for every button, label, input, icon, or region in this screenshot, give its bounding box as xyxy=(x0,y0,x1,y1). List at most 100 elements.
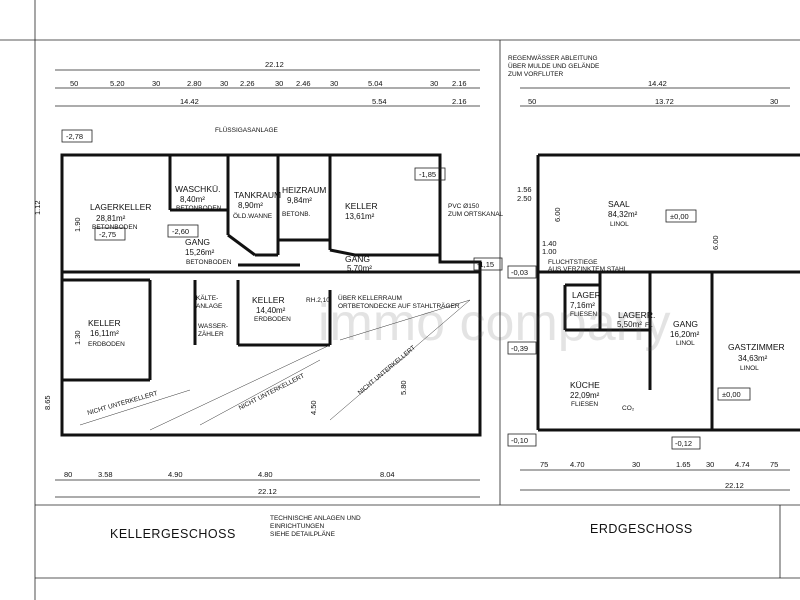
kg-note-line: EINRICHTUNGEN xyxy=(270,523,324,530)
room-name: GASTZIMMER xyxy=(728,342,785,352)
kg-room-keller-right: KELLER 13,61m² xyxy=(345,201,378,221)
dim-label: 30 xyxy=(632,460,640,469)
room-name: LAGERKELLER xyxy=(90,202,151,212)
level-label: -0,39 xyxy=(511,344,528,353)
eg-room-gang: GANG 16,20m² LINOL xyxy=(670,319,700,347)
room-name: HEIZRAUM xyxy=(282,185,326,195)
ceiling-note: ÜBER KELLERRAUM xyxy=(338,294,402,302)
ceiling-note: ORTBETONDECKE AUF STAHLTRÄGER xyxy=(338,302,460,310)
dim-eg-overall: 14.42 xyxy=(648,79,667,88)
level-label: -2,75 xyxy=(99,230,116,239)
kg-walls xyxy=(60,153,482,437)
room-name: GANG xyxy=(185,237,210,247)
room-name: KELLER xyxy=(88,318,121,328)
dim-label: 5.04 xyxy=(368,79,383,88)
level-label: -0,12 xyxy=(675,439,692,448)
room-area: 22,09m² xyxy=(570,391,600,400)
drainage-note: ZUM VORFLUTER xyxy=(508,71,564,78)
dim-label: 2.46 xyxy=(296,79,311,88)
room-floor: LINOL xyxy=(740,365,759,372)
room-area: 28,81m² xyxy=(96,214,126,223)
level-label: -2,78 xyxy=(66,132,83,141)
level-label: ±0,00 xyxy=(722,390,741,399)
dim-label: 2.80 xyxy=(187,79,202,88)
kaelteanlage-label: KÄLTE- xyxy=(196,294,218,302)
kg-bottom-dimensions: 80 3.58 4.90 4.80 8.04 22.12 xyxy=(55,470,480,498)
room-area: 9,84m² xyxy=(287,196,312,205)
dim-label: 1.65 xyxy=(676,460,691,469)
dim-label: 30 xyxy=(220,79,228,88)
level-label: -1,85 xyxy=(419,170,436,179)
room-floor: FL xyxy=(645,322,653,329)
room-floor: ÖLD.WANNE xyxy=(233,212,273,220)
room-name: SAAL xyxy=(608,199,630,209)
room-area: 84,32m² xyxy=(608,210,638,219)
dim-label: 6.00 xyxy=(711,235,720,250)
kg-room-heizraum: HEIZRAUM 9,84m² BETONB. xyxy=(282,185,326,218)
kg-top-dimensions: 22.12 50 5.20 30 2.80 30 2.26 30 2.46 30… xyxy=(55,60,480,107)
dim-label: 2.16 xyxy=(452,97,467,106)
floor-title-eg: ERDGESCHOSS xyxy=(590,522,693,536)
dim-label: 1.40 xyxy=(542,239,557,248)
room-area: 8,40m² xyxy=(180,195,205,204)
eg-room-lager: LAGER 7,16m² FLIESEN xyxy=(570,290,601,318)
room-floor: ERDBODEN xyxy=(254,316,291,323)
room-name: KELLER xyxy=(345,201,378,211)
room-floor: LINOL xyxy=(610,221,629,228)
eg-level-marks: ±0,00 -0,03 -0,39 -0,10 -0,12 ±0,00 xyxy=(507,209,751,450)
dim-label: 5.80 xyxy=(399,380,408,395)
eg-room-gastzimmer: GASTZIMMER 34,63m² LINOL xyxy=(728,342,785,372)
eg-room-lagerraum: LAGERR. 5,50m² FL xyxy=(617,310,655,329)
room-name: GANG xyxy=(673,319,698,329)
room-area: 14,40m² xyxy=(256,306,286,315)
kg-room-waschkueche: WASCHKÜ. 8,40m² BETONBODEN xyxy=(175,184,222,212)
level-label: -0,10 xyxy=(511,436,528,445)
level-label: -1,15 xyxy=(477,260,494,269)
not-basement-label: NICHT UNTERKELLERT xyxy=(238,373,306,412)
eg-top-dimensions: 14.42 50 13.72 30 xyxy=(520,79,790,107)
dim-label: 13.72 xyxy=(655,97,674,106)
not-basement-hatch xyxy=(79,299,471,431)
room-name: TANKRAUM xyxy=(234,190,281,200)
kg-note-line: TECHNISCHE ANLAGEN UND xyxy=(270,515,361,522)
room-area: 7,16m² xyxy=(570,301,595,310)
room-area: 34,63m² xyxy=(738,354,768,363)
dim-label: 2.16 xyxy=(452,79,467,88)
dim-label: 50 xyxy=(70,79,78,88)
room-area: 5,70m² xyxy=(347,264,372,273)
stair-note: FLUCHTSTIEGE xyxy=(548,259,598,266)
room-floor: BETONBODEN xyxy=(186,259,232,266)
room-name: LAGERR. xyxy=(618,310,655,320)
room-name: LAGER xyxy=(572,290,601,300)
kg-level-marks: -2,78 -2,75 -2,60 -1,85 -1,15 xyxy=(61,129,503,271)
dim-label: 6.00 xyxy=(553,207,562,222)
level-label: ±0,00 xyxy=(670,212,689,221)
dim-label: 50 xyxy=(528,97,536,106)
kaelteanlage-label: ANLAGE xyxy=(196,303,223,310)
room-name: GANG xyxy=(345,254,370,264)
rh-label: RH.2,10 xyxy=(306,297,330,304)
room-area: 15,26m² xyxy=(185,248,215,257)
level-label: -2,60 xyxy=(172,227,189,236)
kg-room-keller-middle: KELLER 14,40m² ERDBODEN xyxy=(252,295,291,323)
dim-label: 4.90 xyxy=(168,470,183,479)
dim-label: 1.00 xyxy=(542,247,557,256)
room-floor: LINOL xyxy=(676,340,695,347)
kg-room-gang: GANG 15,26m² BETONBODEN xyxy=(185,237,232,266)
eg-walls xyxy=(536,153,800,432)
room-floor: ERDBODEN xyxy=(88,341,125,348)
dim-label: 30 xyxy=(275,79,283,88)
dim-label: 4.50 xyxy=(309,400,318,415)
dim-label: 8.65 xyxy=(43,395,52,410)
level-label: -0,03 xyxy=(511,268,528,277)
dim-label: 4.80 xyxy=(258,470,273,479)
pvc-note: PVC Ø150 xyxy=(448,203,479,210)
gas-note: FLÜSSIGASANLAGE xyxy=(215,126,279,134)
drainage-note: REGENWÄSSER ABLEITUNG xyxy=(508,54,598,62)
dim-label: 1.56 xyxy=(517,185,532,194)
kg-room-gang-small: GANG 5,70m² xyxy=(345,254,372,273)
co2-label: CO₂ xyxy=(622,405,635,412)
room-floor: BETONBODEN xyxy=(176,205,222,212)
dim-label: 75 xyxy=(770,460,778,469)
